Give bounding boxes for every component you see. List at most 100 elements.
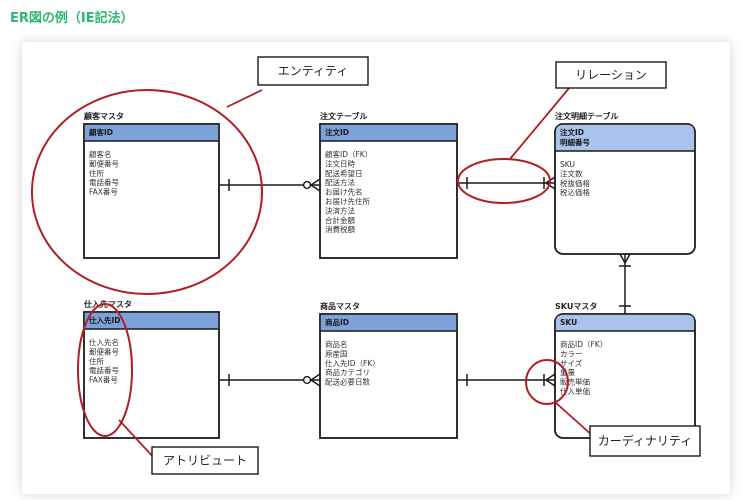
entity-attribute: サイズ — [560, 358, 583, 368]
entity-box — [83, 311, 220, 439]
zero-circle — [302, 375, 312, 385]
entity-attribute: 商品ID（FK） — [560, 339, 607, 349]
er-diagram: 顧客マスタ顧客ID顧客名郵便番号住所電話番号FAX番号注文テーブル注文ID顧客I… — [31, 56, 701, 475]
crow-foot — [310, 373, 321, 381]
callout-label: エンティティ — [278, 64, 349, 78]
entity-box — [319, 313, 458, 439]
entity-attribute: お届け先名 — [325, 187, 363, 197]
entity-header — [320, 124, 457, 141]
entity-attribute: お届け先住所 — [325, 196, 370, 206]
entity-header — [555, 124, 695, 151]
callout-box — [589, 425, 701, 457]
entity-attribute: SKU — [560, 160, 575, 169]
entity-key: 注文ID — [560, 127, 584, 137]
callout-box — [151, 446, 259, 475]
callout-cardinality-pointer — [554, 401, 595, 438]
crow-foot — [310, 178, 321, 186]
entity-key: 明細番号 — [560, 137, 590, 147]
entity-attribute: 配送希望日 — [325, 168, 363, 178]
page-title: ER図の例（IE記法） — [10, 11, 134, 26]
relation-detail-sku — [619, 253, 631, 314]
callout-cardinality-ellipse — [525, 359, 569, 405]
callout-entity-ellipse — [31, 89, 263, 295]
crow-foot — [545, 182, 556, 190]
relation-supplier-product — [219, 373, 321, 387]
entity-key: 仕入先ID — [88, 315, 121, 325]
crow-foot — [619, 253, 626, 264]
entity-attribute: 決済方法 — [325, 205, 355, 215]
entity-key: 注文ID — [325, 127, 349, 137]
crow-foot — [545, 373, 556, 381]
entity-key: SKU — [560, 318, 577, 327]
entity-attribute: 仕入単価 — [560, 386, 590, 396]
entity-header — [84, 124, 219, 141]
entity-attribute: 電話番号 — [89, 177, 119, 187]
callout-box — [555, 61, 667, 89]
crow-foot — [310, 379, 321, 387]
entity-label: 顧客マスタ — [84, 111, 124, 121]
relation-product-sku — [457, 373, 556, 387]
crow-foot — [310, 184, 321, 192]
callout-relation: リレーション — [555, 61, 667, 89]
entity-attribute: 商品カテゴリ — [325, 367, 370, 377]
callout-cardinality: カーディナリティ — [589, 425, 701, 457]
entity-attribute: 消費税額 — [325, 224, 355, 234]
entity-attribute: 住所 — [89, 168, 104, 178]
entity-header — [84, 312, 219, 329]
callout-attribute-pointer — [118, 419, 157, 461]
entity-attribute: 原産国 — [325, 348, 348, 358]
callout-label: リレーション — [575, 68, 647, 82]
entity-label: 商品マスタ — [320, 301, 360, 311]
entity-key: 商品ID — [325, 317, 349, 327]
entity-attribute: 商品名 — [325, 339, 348, 349]
entity-attribute: FAX番号 — [89, 187, 118, 197]
entity-box — [554, 313, 696, 439]
entity-attribute: FAX番号 — [89, 375, 118, 385]
entity-attribute: 仕入先名 — [89, 337, 119, 347]
entity-header — [320, 314, 457, 331]
entity-attribute: 重量 — [560, 368, 575, 377]
entity-label: SKUマスタ — [555, 301, 597, 311]
entity-attribute: 電話番号 — [89, 365, 119, 375]
callout-relation-pointer — [509, 86, 571, 160]
entity-key: 顧客ID — [89, 127, 113, 137]
entity-attribute: 郵便番号 — [89, 346, 119, 356]
callout-entity: エンティティ — [257, 56, 369, 86]
entity-attribute: 販売単価 — [560, 377, 590, 387]
entity-attribute: 配送方法 — [325, 177, 355, 187]
callout-attribute: アトリビュート — [151, 446, 259, 475]
entity-attribute: カラー — [560, 349, 583, 358]
entity-attribute: 顧客名 — [89, 149, 112, 159]
entity-attribute: 税抜価格 — [560, 178, 590, 188]
entity-box — [83, 123, 220, 259]
entity-attribute: 合計金額 — [325, 215, 355, 225]
relation-order-detail — [457, 176, 556, 190]
entity-label: 注文明細テーブル — [555, 111, 619, 121]
callout-entity-pointer — [226, 89, 263, 108]
entity-attribute: 仕入先ID（FK） — [325, 358, 380, 368]
callout-label: カーディナリティ — [598, 433, 692, 448]
callout-relation-ellipse — [457, 158, 551, 204]
entity-attribute: 顧客ID（FK） — [325, 149, 372, 159]
entity-attribute: 住所 — [89, 356, 104, 366]
entity-attribute: 郵便番号 — [89, 158, 119, 168]
entity-attribute: 税込価格 — [560, 187, 590, 197]
entity-header — [555, 314, 695, 331]
crow-foot — [545, 379, 556, 387]
crow-foot — [624, 253, 631, 264]
entity-attribute: 注文日時 — [325, 158, 355, 168]
callout-box — [257, 56, 369, 86]
entity-attribute: 配送必要日数 — [325, 377, 370, 387]
entity-label: 注文テーブル — [320, 111, 368, 121]
relation-customer-order — [219, 178, 321, 192]
entity-attribute: 注文数 — [560, 168, 583, 178]
callout-attribute-ellipse — [77, 303, 133, 437]
callout-label: アトリビュート — [163, 454, 247, 468]
